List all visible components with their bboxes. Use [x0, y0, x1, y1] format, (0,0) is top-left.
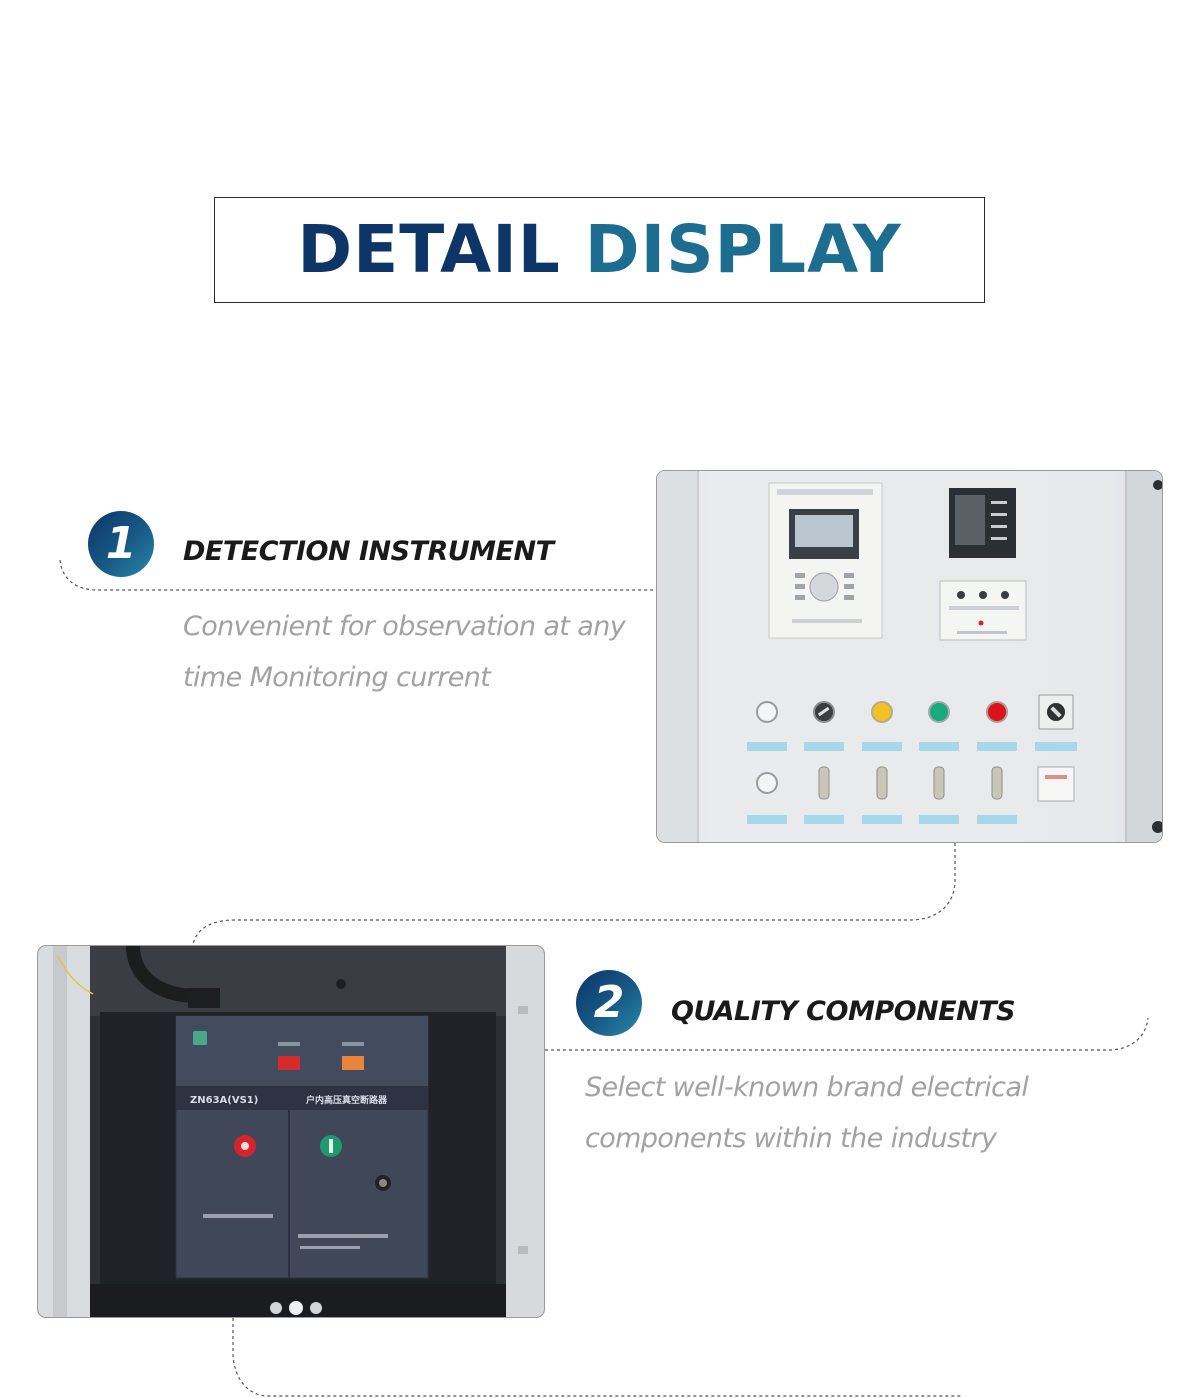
badge-number-text: 1 [105, 518, 137, 569]
control-panel-illustration [657, 471, 1162, 842]
vacuum-breaker-photo: ZN63A(VS1) 户内高压真空断路器 [37, 945, 545, 1318]
breaker-model-label: ZN63A(VS1) [190, 1095, 258, 1106]
feature-2-title: QUALITY COMPONENTS [671, 996, 1016, 1027]
badge-number-text: 2 [593, 977, 625, 1028]
feature-2-description-line1: Select well-known brand electrical [585, 1072, 1029, 1103]
feature-1-description-line2: time Monitoring current [183, 662, 491, 693]
feature-1-description: Convenient for observation at any time M… [183, 601, 626, 703]
feature-1-description-line1: Convenient for observation at any [183, 611, 626, 642]
title-word-detail: DETAIL [297, 211, 561, 288]
control-panel-photo [656, 470, 1163, 843]
badge-number-2: 2 [576, 970, 642, 1036]
breaker-type-label: 户内高压真空断路器 [306, 1094, 388, 1106]
section-title-box: DETAIL DISPLAY [214, 197, 985, 303]
badge-number-1: 1 [88, 511, 154, 577]
section-title: DETAIL DISPLAY [297, 217, 901, 283]
title-word-display: DISPLAY [584, 211, 902, 288]
feature-2-description-line2: components within the industry [585, 1123, 997, 1154]
feature-2-description: Select well-known brand electrical compo… [585, 1062, 1029, 1164]
feature-1-title: DETECTION INSTRUMENT [183, 536, 554, 567]
vacuum-breaker-illustration: ZN63A(VS1) 户内高压真空断路器 [38, 946, 544, 1317]
